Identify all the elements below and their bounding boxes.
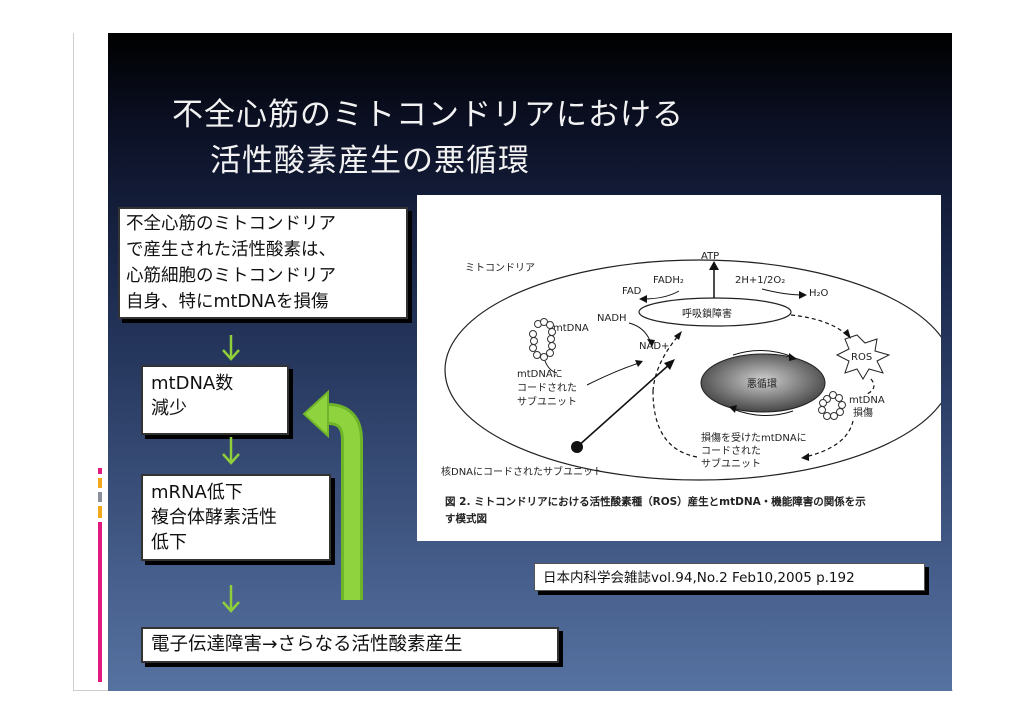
mtdna-coded-line: コードされた: [517, 382, 577, 394]
nuclear-subunit-label: 核DNAにコードされたサブユニット: [441, 465, 603, 478]
title-line-1: 不全心筋のミトコンドリアにおける: [172, 97, 684, 133]
mrna-decrease-box: mRNA低下 複合体酵素活性 低下: [141, 474, 331, 561]
nuclear-dot-icon: [571, 441, 583, 453]
title-line-2: 活性酸素産生の悪循環: [210, 143, 530, 179]
fad-label: FAD: [622, 286, 642, 297]
edge-bar-gray: [98, 492, 102, 502]
edge-bar-orange: [98, 478, 102, 488]
down-arrow-icon: [222, 437, 240, 465]
electron-transport-box: 電子伝達障害→さらなる活性酸素産生: [141, 627, 559, 663]
step-line: mtDNA数: [151, 373, 234, 394]
edge-bar-orange: [98, 506, 102, 518]
vicious-cycle-ellipse: [700, 353, 826, 413]
edge-bar-magenta: [98, 522, 102, 682]
feedback-arrow-icon: [302, 389, 363, 600]
respiratory-chain-ellipse: [638, 297, 792, 327]
damaged-subunit-line: 損傷を受けたmtDNAに: [701, 431, 807, 444]
damaged-mtdna-beads-icon: [818, 391, 846, 420]
title-decoration: [94, 96, 97, 130]
step-line: mRNA低下: [151, 482, 243, 503]
citation-box: 日本内科学会雑誌vol.94,No.2 Feb10,2005 p.192: [534, 563, 925, 591]
mtdna-coded-line: サブユニット: [517, 395, 577, 408]
mtdna-top-label: mtDNA: [553, 323, 589, 334]
oxygen-label: 2H+1/2O₂: [735, 275, 785, 286]
step-line: 低下: [151, 532, 187, 553]
slide-title: 不全心筋のミトコンドリアにおける 活性酸素産生の悪循環: [172, 92, 684, 184]
intro-line: 不全心筋のミトコンドリア: [126, 214, 336, 234]
mitochondria-label: ミトコンドリア: [465, 263, 535, 274]
nadh-label: NADH: [597, 313, 627, 324]
damaged-subunit-line: サブユニット: [701, 457, 761, 470]
intro-line: 自身、特にmtDNAを損傷: [126, 292, 329, 312]
mtdna-damaged-line: mtDNA: [849, 395, 885, 406]
step-line: 複合体酵素活性: [151, 507, 277, 528]
water-label: H₂O: [809, 288, 829, 299]
ros-label: ROS: [851, 352, 872, 363]
ros-burst-icon: [835, 334, 891, 380]
down-arrow-icon: [222, 335, 240, 361]
down-arrow-icon: [222, 585, 240, 613]
figure-caption-line: 図 2. ミトコンドリアにおける活性酸素種（ROS）産生とmtDNA・機能障害の…: [445, 495, 866, 508]
intro-box: 不全心筋のミトコンドリア で産生された活性酸素は、 心筋細胞のミトコンドリア 自…: [118, 207, 408, 319]
damaged-subunit-line: コードされた: [701, 445, 761, 457]
mtdna-coded-line: mtDNAに: [517, 368, 563, 380]
nad-label: NAD+: [639, 341, 669, 352]
figure-caption-line: す模式図: [445, 512, 487, 525]
fadh2-label: FADH₂: [653, 275, 684, 286]
step-line: 減少: [151, 398, 187, 419]
step-line: 電子伝達障害→さらなる活性酸素産生: [151, 634, 463, 655]
respiratory-chain-label: 呼吸鎖障害: [682, 307, 732, 320]
mtdna-damaged-line: 損傷: [853, 406, 873, 419]
atp-label: ATP: [701, 251, 719, 262]
mitochondria-figure: 呼吸鎖障害 悪循環 ミトコンドリア ATP FADH₂ FAD 2H+1/2O₂…: [417, 195, 941, 541]
page-border: [73, 33, 74, 691]
mitochondria-outline: [444, 259, 941, 481]
intro-line: 心筋細胞のミトコンドリア: [126, 266, 336, 286]
nuclear-subunit-arrow: [576, 362, 672, 448]
mtdna-decrease-box: mtDNA数 減少: [141, 365, 289, 435]
intro-line: で産生された活性酸素は、: [126, 240, 336, 260]
vicious-cycle-label: 悪循環: [747, 377, 777, 390]
edge-bar-magenta: [98, 468, 102, 474]
title-decoration: [88, 96, 91, 130]
title-decoration: [100, 96, 105, 130]
mtdna-beads-icon: [529, 318, 556, 361]
